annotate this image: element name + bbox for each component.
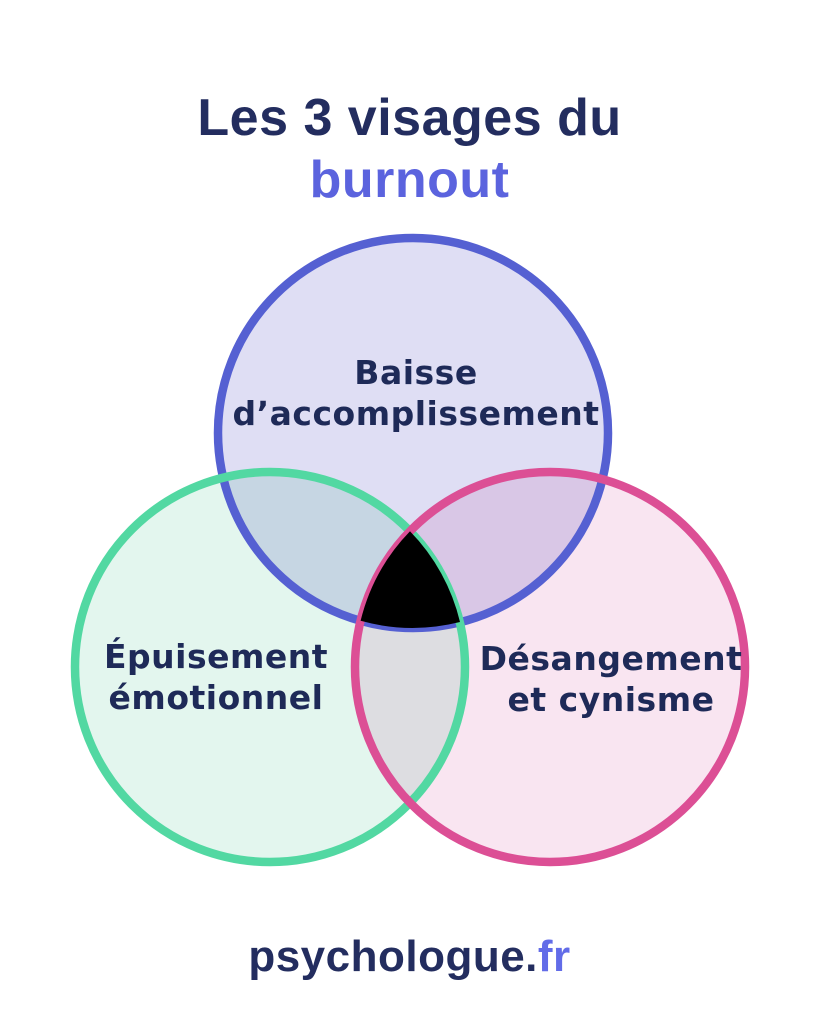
venn-label-accomplishment: Baisse d’accomplissement [232,352,599,434]
venn-triple-intersection [360,531,460,628]
venn-label-cynicism-line2: et cynisme [507,680,715,719]
venn-circle-accomplishment-ring [213,233,613,633]
venn-circle-exhaustion-fill [75,472,465,862]
venn-circle-cynicism-ring [350,467,750,867]
venn-circle-exhaustion-ring [70,467,470,867]
venn-label-exhaustion-line1: Épuisement [103,637,329,676]
venn-label-cynicism-line1: Désangement [479,639,743,678]
title-line1: Les 3 visages du [197,88,622,147]
page-title: Les 3 visages du burnout [0,87,819,211]
venn-label-accomplishment-line1: Baisse [354,353,478,392]
venn-label-exhaustion-line2: émotionnel [108,678,324,717]
brand-logo: psychologue.fr [0,932,819,982]
brand-tld: fr [537,932,571,981]
venn-label-cynicism: Désangement et cynisme [480,638,743,720]
venn-circle-cynicism-fill [355,472,745,862]
venn-label-exhaustion: Épuisement émotionnel [104,636,328,718]
title-line2-accent: burnout [309,150,510,209]
brand-name: psychologue. [248,932,538,981]
venn-label-accomplishment-line2: d’accomplissement [232,394,600,433]
